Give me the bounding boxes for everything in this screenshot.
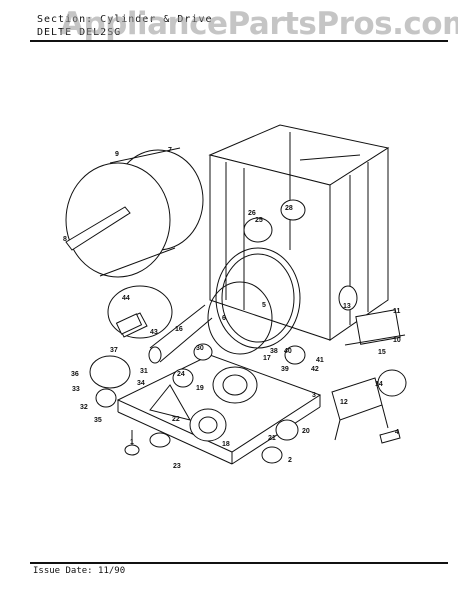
callout-30: 30 — [196, 345, 204, 352]
callout-14: 14 — [375, 381, 383, 388]
header-rule — [30, 40, 448, 42]
callout-12: 12 — [340, 399, 348, 406]
footer-rule — [30, 562, 448, 564]
callout-1: 1 — [130, 439, 134, 446]
callout-31: 31 — [140, 368, 148, 375]
callout-38: 38 — [270, 348, 278, 355]
issue-date: Issue Date: 11/90 — [33, 566, 126, 576]
callout-2: 2 — [288, 457, 292, 464]
callout-23: 23 — [173, 463, 181, 470]
callout-9: 9 — [115, 151, 119, 158]
watermark-text: AppliancePartsPros.com — [60, 6, 458, 42]
callout-13: 13 — [343, 303, 351, 310]
callout-21: 21 — [268, 435, 276, 442]
callout-5: 5 — [262, 302, 266, 309]
callout-26: 26 — [248, 210, 256, 217]
callout-35: 35 — [94, 417, 102, 424]
drive-motor — [344, 309, 406, 346]
callout-25: 25 — [255, 217, 263, 224]
callout-28: 28 — [285, 205, 293, 212]
base-pan — [116, 354, 322, 465]
callout-7: 7 — [168, 147, 172, 154]
callout-40: 40 — [284, 348, 292, 355]
idler-bracket — [331, 377, 401, 444]
callout-41: 41 — [316, 357, 324, 364]
model-line: DELTE DEL2SG — [37, 27, 122, 38]
filter-housing — [107, 285, 173, 339]
callout-labels: 1 2 3 4 5 6 7 8 9 10 11 12 13 14 15 16 1… — [63, 147, 401, 470]
callout-11: 11 — [393, 308, 401, 315]
callout-33: 33 — [72, 386, 80, 393]
callout-36: 36 — [71, 371, 79, 378]
bulkhead-ring — [207, 247, 301, 355]
callout-24: 24 — [177, 371, 185, 378]
callout-34: 34 — [137, 380, 145, 387]
callout-39: 39 — [281, 366, 289, 373]
callout-32: 32 — [80, 404, 88, 411]
blower-motor — [189, 366, 299, 442]
callout-37: 37 — [110, 347, 118, 354]
callout-44: 44 — [122, 295, 130, 302]
drum — [65, 147, 204, 278]
callout-8: 8 — [63, 236, 67, 243]
callout-43: 43 — [150, 329, 158, 336]
callout-4: 4 — [395, 429, 399, 436]
duct — [148, 304, 213, 364]
callout-15: 15 — [378, 349, 386, 356]
callout-19: 19 — [196, 385, 204, 392]
callout-22: 22 — [172, 416, 180, 423]
callout-6: 6 — [222, 315, 226, 322]
control-parts — [89, 199, 407, 408]
callout-16: 16 — [175, 326, 183, 333]
callout-20: 20 — [302, 428, 310, 435]
callout-42: 42 — [311, 366, 319, 373]
callout-17: 17 — [263, 355, 271, 362]
leveling-leg — [124, 430, 283, 464]
section-title: Section: Cylinder & Drive — [37, 14, 213, 25]
callout-3: 3 — [312, 392, 316, 399]
callout-18: 18 — [222, 441, 230, 448]
callout-10: 10 — [393, 337, 401, 344]
